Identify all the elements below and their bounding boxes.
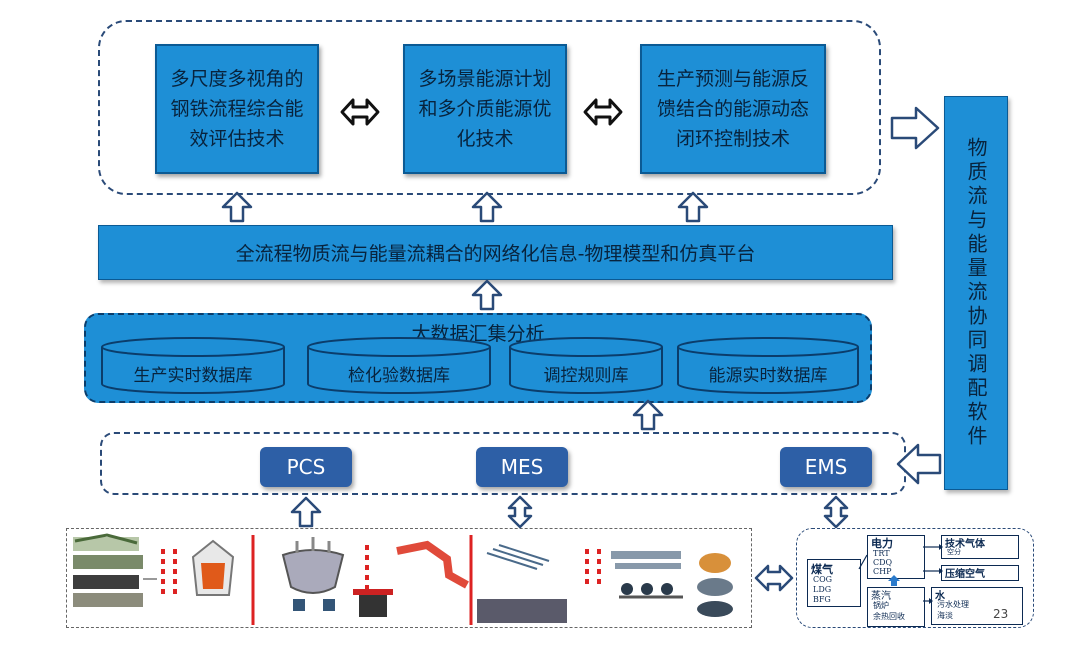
gas-item: COG [813,575,833,584]
compressed-air-label: 压缩空气 [945,569,985,580]
simulation-platform-bar: 全流程物质流与能量流耦合的网络化信息-物理模型和仿真平台 [98,225,893,280]
bidirectional-arrow-icon [823,495,849,529]
tech-box-closed-loop-control: 生产预测与能源反馈结合的能源动态闭环控制技术 [640,44,826,174]
up-arrow-icon [677,191,709,223]
tech-label-3: 生产预测与能源反馈结合的能源动态闭环控制技术 [656,68,809,150]
gas-item: LDG [813,585,832,594]
database-energy-realtime: 能源实时数据库 [676,336,860,394]
power-item: CHP [873,567,892,576]
power-item: TRT [873,549,890,558]
tech-gas-title: 技术气体 [945,539,985,550]
power-box [867,535,925,579]
water-item: 海淡 [937,611,953,620]
steel-process-illustration [73,533,733,625]
steam-item: 锅炉 [873,601,889,610]
database-control-rules: 调控规则库 [508,336,664,394]
up-arrow-icon [471,279,503,311]
database-label: 能源实时数据库 [708,366,828,386]
pcs-label: PCS [286,455,326,479]
database-cylinder-icon [509,337,663,394]
platform-label: 全流程物质流与能量流耦合的网络化信息-物理模型和仿真平台 [235,243,756,265]
up-arrow-icon [290,496,322,528]
database-label: 生产实时数据库 [133,366,253,386]
database-cylinder-icon [307,337,491,394]
coordination-software-box: 物质流与能量流协同调配软件 [944,96,1008,490]
tech-box-efficiency-evaluation: 多尺度多视角的钢铁流程综合能效评估技术 [155,44,319,174]
gas-box [807,559,861,607]
mes-system-box: MES [476,447,568,487]
production-process-illustration [66,528,752,628]
ems-system-box: EMS [780,447,872,487]
tech-gas-box [941,535,1019,559]
database-lab-test: 检化验数据库 [306,336,492,394]
database-label: 调控规则库 [543,366,629,386]
power-item: CDQ [873,558,893,567]
steam-box [867,587,925,627]
gas-item: BFG [813,595,831,604]
steam-item: 余热回收 [873,612,905,621]
ems-label: EMS [804,455,848,479]
up-arrow-icon [471,191,503,223]
tech-gas-sub: 空分 [947,548,961,556]
pcs-system-box: PCS [260,447,352,487]
database-label: 检化验数据库 [348,366,450,386]
database-production-realtime: 生产实时数据库 [100,336,286,394]
database-cylinder-icon [677,337,859,394]
tech-label-1: 多尺度多视角的钢铁流程综合能效评估技术 [170,68,304,150]
right-arrow-icon [890,106,940,150]
energy-medium-panel: 煤气 COG LDG BFG 电力 TRT CDQ CHP 蒸汽 锅炉 余热回收… [796,528,1034,628]
page-number: 23 [993,607,1009,621]
coordination-software-label: 物质流与能量流协同调配软件 [964,137,988,449]
tech-box-energy-planning: 多场景能源计划和多介质能源优化技术 [403,44,567,174]
tech-label-2: 多场景能源计划和多介质能源优化技术 [418,68,552,150]
gas-title: 煤气 [811,563,833,576]
bidirectional-arrow-icon [754,564,794,592]
steam-title: 蒸汽 [871,591,891,602]
up-arrow-icon [221,191,253,223]
water-title: 水 [935,591,945,602]
mes-label: MES [500,455,544,479]
bidirectional-arrow-icon [507,495,533,529]
power-title: 电力 [871,537,893,550]
database-cylinder-icon [101,337,285,394]
water-box [931,587,1023,625]
water-item: 污水处理 [937,600,969,609]
up-arrow-icon [632,399,664,431]
